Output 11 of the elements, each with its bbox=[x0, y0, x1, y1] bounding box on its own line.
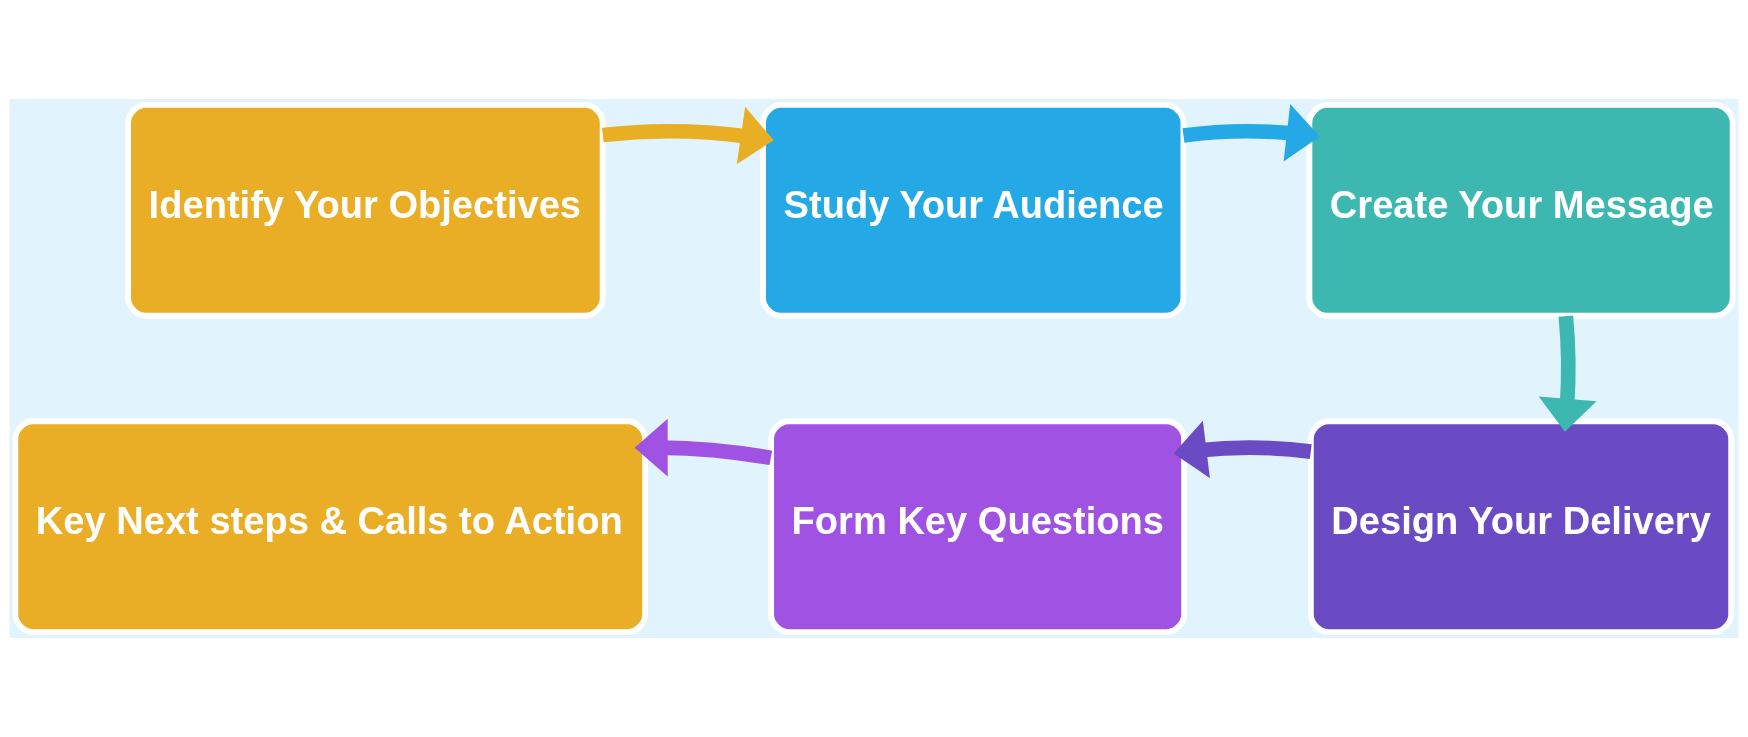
arrow bbox=[1538, 315, 1597, 432]
arrow bbox=[602, 106, 774, 165]
arrow bbox=[1182, 103, 1320, 162]
arrow bbox=[1173, 420, 1312, 479]
arrow bbox=[634, 418, 773, 477]
node-box: Form Key Questions bbox=[768, 418, 1188, 636]
node-box: Study Your Audience bbox=[760, 101, 1187, 319]
node-box: Design Your Delivery bbox=[1307, 418, 1735, 636]
node-box: Create Your Message bbox=[1306, 101, 1736, 319]
node-box: Key Next steps & Calls to Action bbox=[12, 418, 649, 636]
node-box: Identify Your Objectives bbox=[125, 101, 606, 319]
